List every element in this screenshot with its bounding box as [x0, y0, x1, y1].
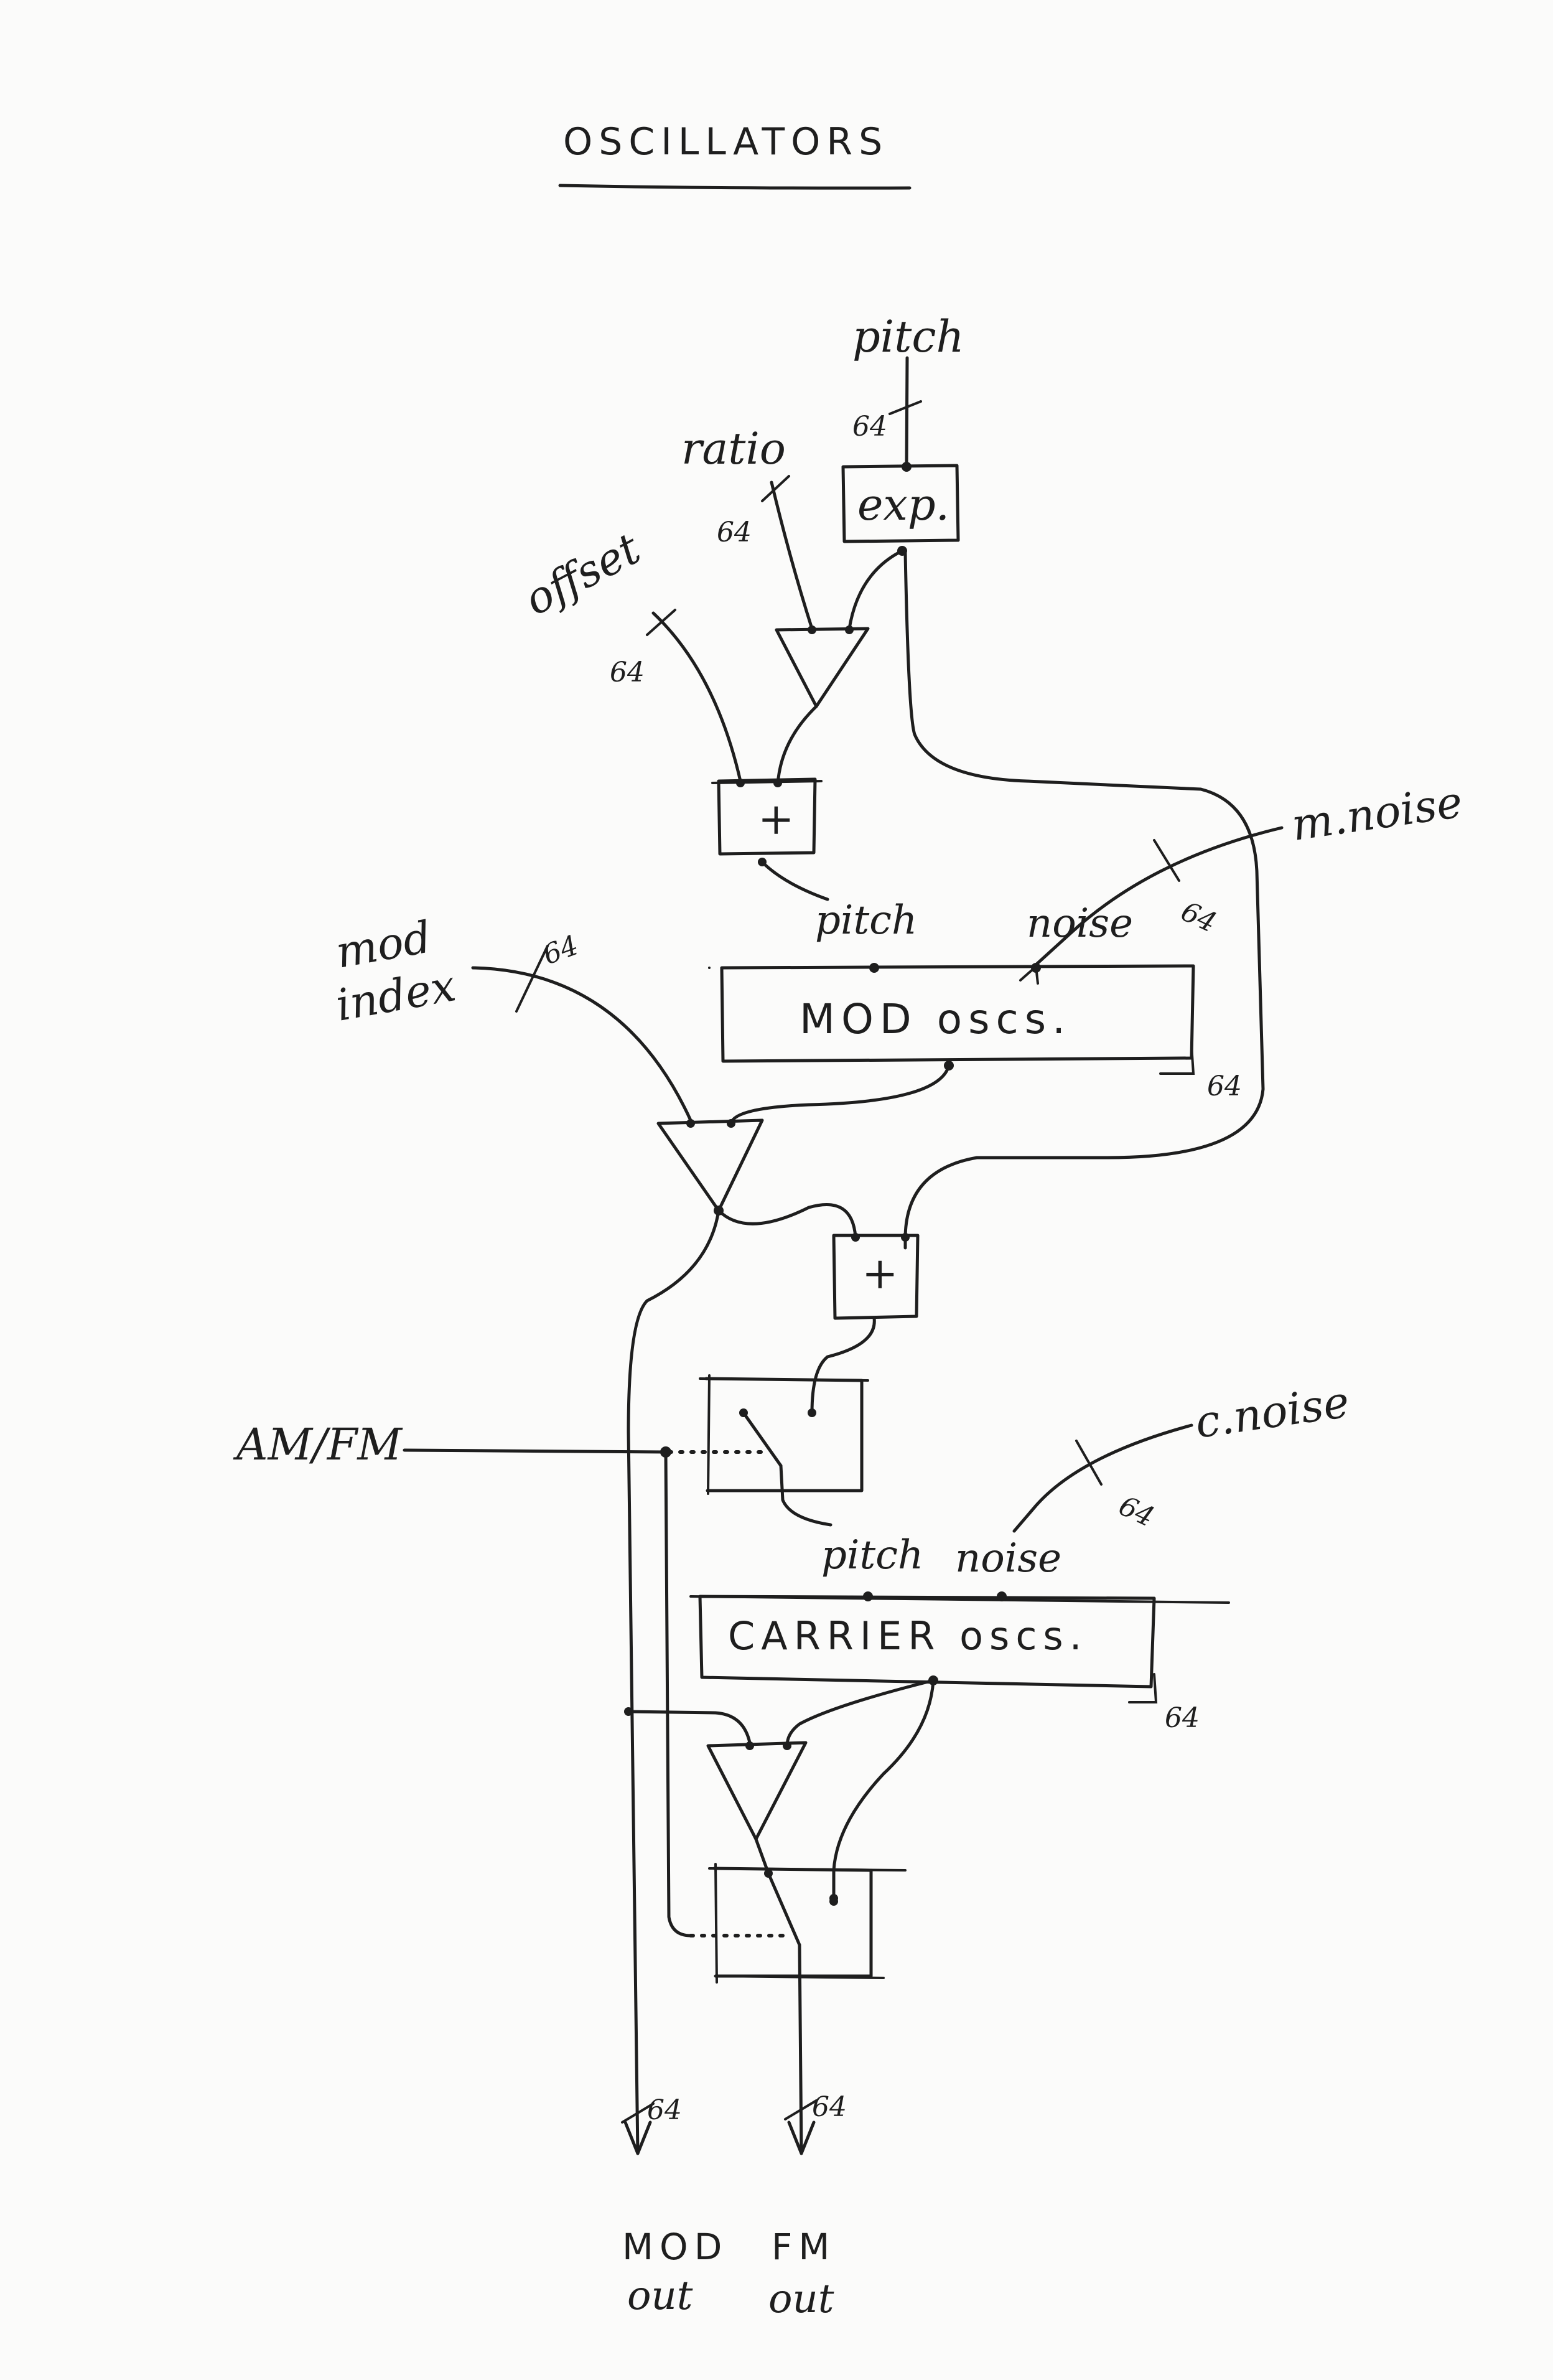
m-noise-wire	[1034, 826, 1284, 967]
mod-out-arrowhead	[623, 2120, 652, 2155]
fm-adder-to-switch-wire	[810, 1316, 876, 1415]
pitch-adder-rail	[711, 780, 823, 784]
fm-out-wire	[798, 1943, 803, 2155]
upper-switch-to-carrier-pitch-wire	[779, 1464, 832, 1527]
mod-tap-dot	[624, 1707, 633, 1716]
pitch-adder-label: +	[758, 794, 795, 845]
c-noise-bus-width: 64	[1114, 1490, 1159, 1534]
am-fm-to-lower-switch-wire	[664, 1450, 693, 1937]
fm-adder-in-dot-2	[901, 1233, 910, 1242]
pitch-adder-block	[717, 777, 817, 856]
mult-in-dot-2	[845, 625, 854, 634]
upper-switch-in-dot-1	[808, 1408, 816, 1417]
lower-switch-left-rail	[714, 1863, 718, 1984]
lower-switch-in-dot-3	[829, 1894, 838, 1903]
ratio-multiplier-triangle	[775, 627, 870, 708]
carrier-oscs-bus-width: 64	[1165, 1702, 1200, 1734]
upper-switch-block	[704, 1377, 864, 1492]
fm-adder-label: +	[862, 1248, 898, 1299]
diagram-title: OSCILLATORS	[563, 120, 888, 164]
c-noise-input-label: c.noise	[1192, 1376, 1352, 1448]
mod-out-bus-width: 64	[647, 2094, 682, 2126]
exp-block-label: exp.	[857, 479, 949, 530]
adder-in-dot-1	[736, 779, 745, 787]
multiplier-to-adder-wire	[776, 705, 818, 786]
m-noise-bus-width: 64	[1176, 896, 1221, 939]
mod-out-label-1: MOD	[622, 2226, 728, 2268]
am-mult-in-dot-2	[783, 1741, 791, 1750]
pitch-bus-tick	[888, 400, 922, 415]
carrier-out-rail	[1128, 1673, 1158, 1703]
am-mult-in-dot-1	[745, 1741, 754, 1750]
mod-out-label-2: out	[627, 2273, 693, 2319]
multiplier-to-fm-adder-wire	[717, 1203, 857, 1239]
mod-pitch-dot	[869, 963, 879, 973]
fm-out-arrowhead	[787, 2120, 816, 2155]
exp-block	[841, 464, 960, 543]
ratio-wire	[770, 480, 814, 630]
lower-switch-block	[712, 1867, 873, 1978]
carrier-pitch-dot	[863, 1591, 873, 1601]
mod-index-wire	[471, 966, 693, 1122]
exp-in-dot	[902, 462, 912, 472]
c-noise-bus-tick	[1075, 1440, 1103, 1486]
offset-input-label: offset	[516, 523, 648, 625]
mod-noise-arrow	[1019, 963, 1039, 985]
am-multiplier-triangle	[706, 1741, 808, 1841]
am-fm-wire	[403, 1448, 668, 1454]
carrier-pitch-port-label: pitch	[821, 1532, 923, 1578]
ratio-input-label: ratio	[681, 423, 786, 474]
carrier-to-lower-switch-wire	[832, 1679, 935, 1900]
carrier-top-rail	[689, 1595, 1230, 1604]
ratio-bus-tick	[761, 475, 790, 502]
ratio-bus-width: 64	[717, 517, 752, 548]
m-noise-input-label: m.noise	[1289, 776, 1465, 851]
carrier-noise-dot	[997, 1591, 1007, 1601]
fm-out-label-1: FM	[772, 2226, 836, 2268]
mod-signal-out-wire	[627, 1209, 721, 2155]
upper-switch-left-rail	[707, 1374, 711, 1495]
mod-oscs-bus-width: 64	[1207, 1071, 1242, 1102]
mod-pitch-port-label: pitch	[815, 897, 917, 944]
adder-in-dot-2	[773, 779, 782, 787]
mod-index-multiplier-triangle	[656, 1118, 764, 1212]
mod-index-bus-width: 64	[539, 929, 582, 971]
offset-wire	[651, 611, 742, 783]
mod-oscs-label: MOD oscs.	[800, 995, 1071, 1043]
lower-switch-blade	[767, 1872, 801, 1947]
mod-out-to-multiplier-wire	[729, 1064, 951, 1125]
mod-out-bus-tick	[621, 2102, 655, 2124]
carrier-to-multiplier-wire	[785, 1679, 935, 1748]
upper-switch-blade	[742, 1411, 783, 1468]
pitch-bypass-wire	[903, 551, 1265, 1250]
mod-mult-in-dot-2	[727, 1119, 735, 1128]
mod-mult-in-dot-1	[686, 1119, 695, 1128]
fm-out-label-2: out	[768, 2276, 834, 2322]
offset-bus-width: 64	[610, 657, 645, 688]
upper-switch-rail	[699, 1377, 869, 1382]
mod-tap-wire	[627, 1710, 752, 1745]
fm-out-bus-tick	[784, 2099, 818, 2120]
carrier-noise-port-label: noise	[955, 1535, 1061, 1581]
carrier-oscs-label: CARRIER oscs.	[728, 1613, 1088, 1659]
fm-adder-block	[832, 1234, 920, 1320]
mod-oscs-out-rail	[1159, 1044, 1195, 1075]
adder-to-mod-pitch-wire	[760, 860, 829, 901]
pitch-input-label: pitch	[852, 311, 964, 362]
title-underline	[558, 184, 912, 190]
exp-to-multiplier-wire	[847, 549, 904, 630]
pitch-bus-width: 64	[852, 411, 887, 443]
am-fm-input-label: AM/FM	[233, 1419, 403, 1470]
mod-index-bus-tick	[515, 945, 549, 1013]
c-noise-wire	[1012, 1423, 1193, 1533]
fm-out-bus-width: 64	[812, 2091, 847, 2123]
mult-in-dot-1	[808, 625, 816, 634]
m-noise-bus-tick	[1153, 839, 1180, 882]
offset-bus-tick	[646, 609, 676, 636]
mod-noise-port-label: noise	[1027, 901, 1133, 947]
lower-switch-rail	[708, 1867, 907, 1872]
